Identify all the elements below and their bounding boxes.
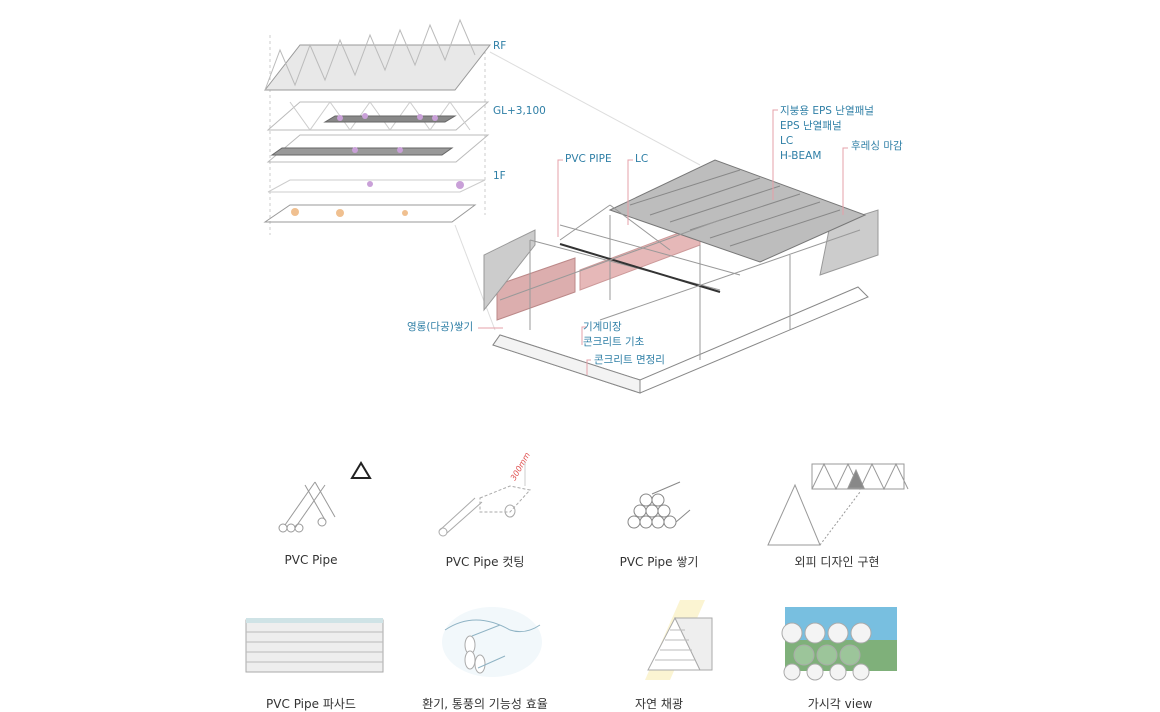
pipe-cutting-icon xyxy=(438,462,531,537)
callout-concrete-edge: 콘크리트 면정리 xyxy=(594,354,665,366)
pipe-facade-left xyxy=(483,229,536,312)
callout-flashing: 후레싱 마감 xyxy=(851,140,903,152)
callout-eps-panel: EPS 난열패널 xyxy=(780,120,842,132)
leader-lines xyxy=(478,109,848,375)
callout-h-beam: H-BEAM xyxy=(780,150,822,162)
view-icon xyxy=(781,607,897,681)
level-label-rf: RF xyxy=(493,40,507,52)
exploded-axonometric xyxy=(263,18,701,331)
ground-layer xyxy=(267,179,486,193)
step-caption: PVC Pipe 컷팅 xyxy=(445,555,525,569)
pipe-facade-icon xyxy=(245,618,384,673)
benefit-caption: 자연 채광 xyxy=(635,697,683,711)
benefit-caption: 가시각 view xyxy=(807,697,873,711)
callout-lc-2: LC xyxy=(780,135,794,147)
facade-triangle-icon xyxy=(767,462,909,546)
benefit-caption: PVC Pipe 파사드 xyxy=(266,697,356,711)
callout-pvc-pipe: PVC PIPE xyxy=(565,153,612,165)
callout-mortar: 기계미장 xyxy=(583,321,622,333)
callout-lc: LC xyxy=(635,153,649,165)
benefit-caption: 환기, 통풍의 기능성 효율 xyxy=(422,697,548,711)
mezzanine-layer xyxy=(266,101,490,131)
step-caption: PVC Pipe 쌓기 xyxy=(619,555,699,569)
callout-roof-group: 지붕용 EPS 난열패널 EPS 난열패널 LC H-BEAM xyxy=(780,104,874,164)
pipes-with-recycle-icon xyxy=(278,461,372,533)
step-caption: 외피 디자인 구현 xyxy=(794,555,880,569)
roof-panel xyxy=(608,159,867,263)
ventilation-icon xyxy=(442,607,542,677)
building-axonometric xyxy=(483,159,879,394)
roof-layer xyxy=(263,44,492,91)
callout-brick: 영롱(다공)쌓기 xyxy=(407,321,474,333)
brick-wall xyxy=(496,257,576,321)
callout-roof-eps: 지붕용 EPS 난열패널 xyxy=(780,105,874,117)
callout-concrete-foundation: 콘크리트 기초 xyxy=(583,336,645,348)
pipe-stack-icon xyxy=(627,481,691,529)
level-label-1f: 1F xyxy=(493,170,506,182)
concrete-base xyxy=(492,286,869,394)
level-label-gl: GL+3,100 xyxy=(493,105,546,117)
step-caption: PVC Pipe xyxy=(284,553,338,567)
daylight-icon xyxy=(645,600,713,680)
callout-foundation: 기계미장 콘크리트 기초 xyxy=(583,320,644,350)
